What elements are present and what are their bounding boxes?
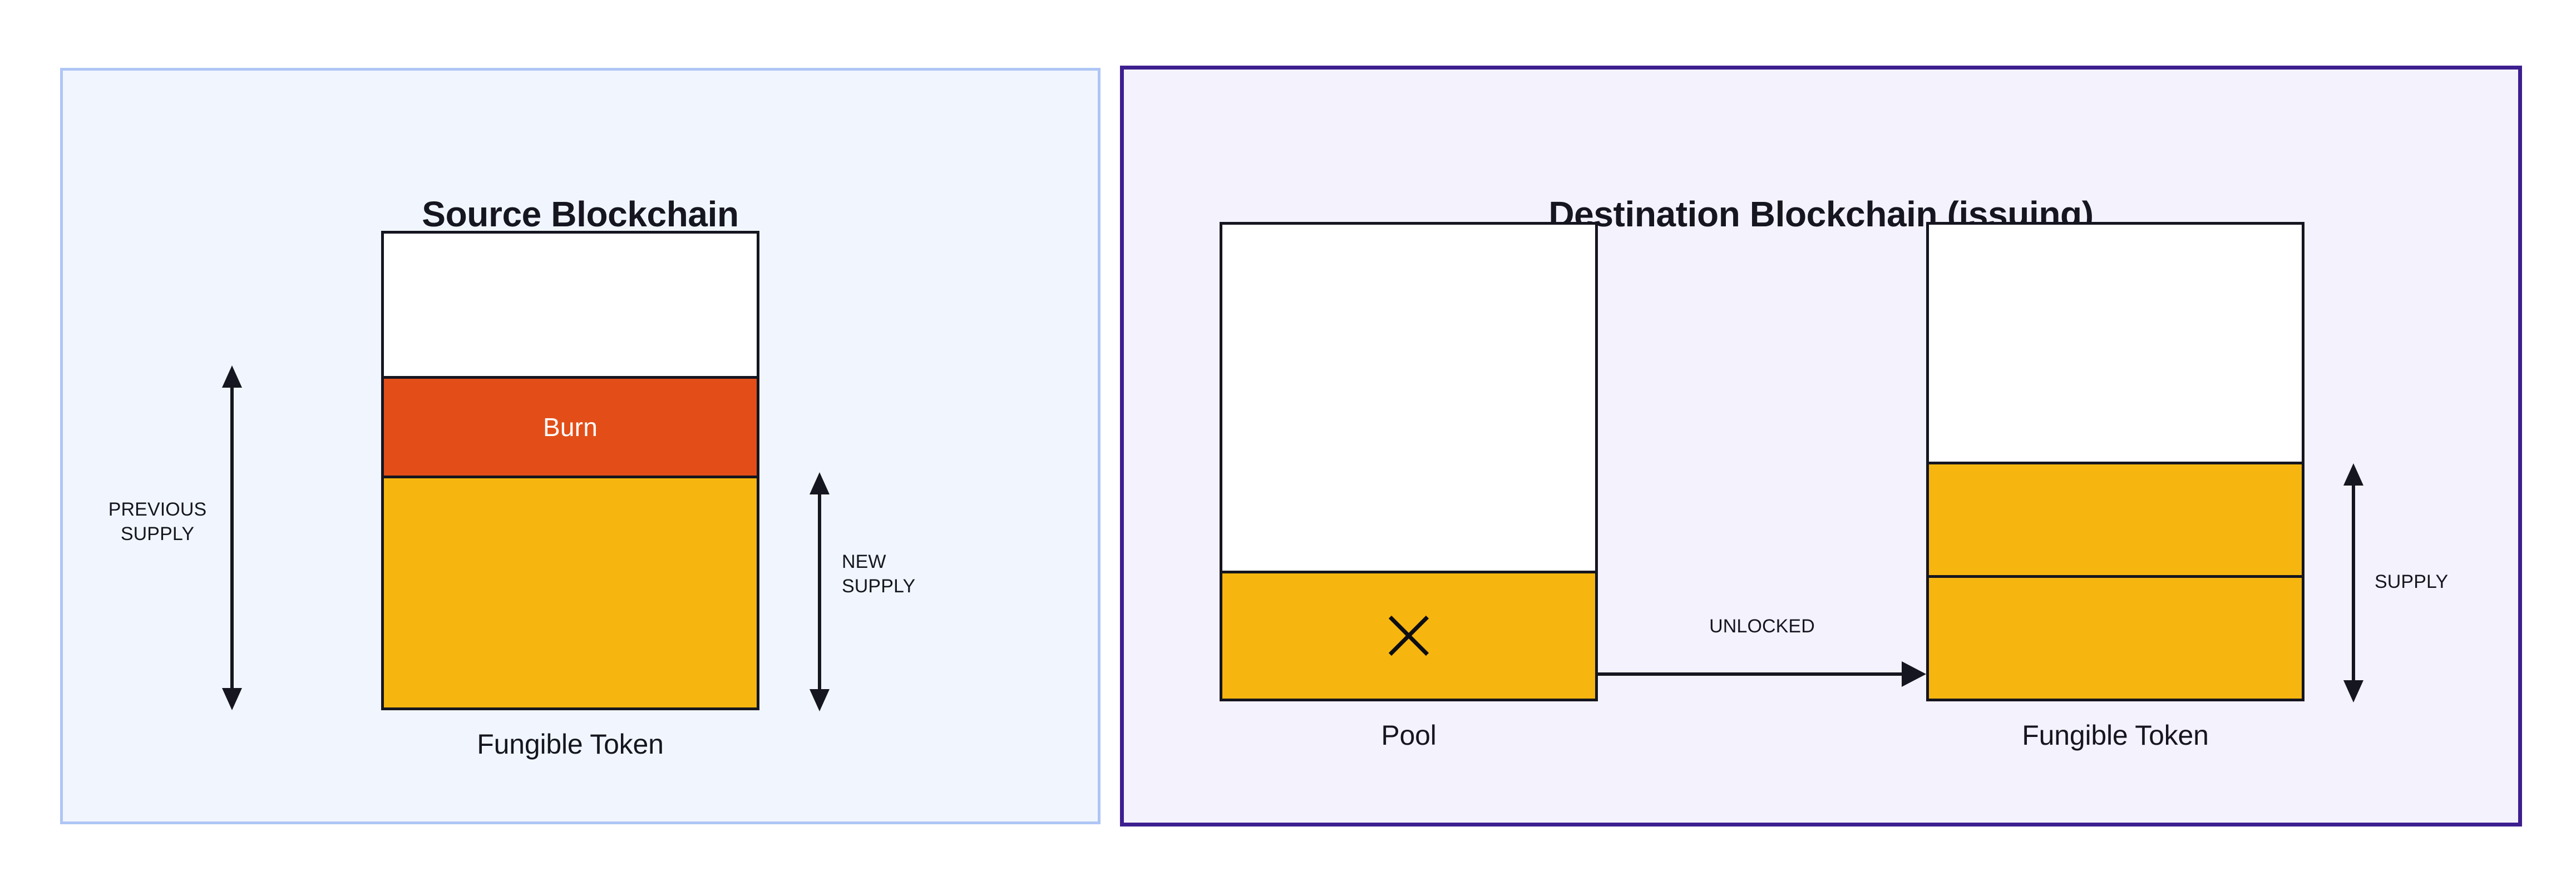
- previous-supply-measure: [221, 365, 243, 710]
- destination-bar-segment-empty: [1929, 225, 2302, 462]
- burn-label: Burn: [543, 412, 598, 442]
- source-bar-segment-empty: [384, 234, 757, 376]
- new-supply-label: NEW SUPPLY: [842, 551, 916, 597]
- pool-bar-caption: Pool: [1381, 720, 1437, 751]
- supply-measure: [2342, 463, 2365, 702]
- destination-blockchain-panel: Destination Blockchain (issuing) Pool UN…: [1120, 66, 2522, 826]
- pool-segment-empty: [1222, 225, 1595, 571]
- pool-segment-locked-removed: [1222, 570, 1595, 699]
- supply-label: SUPPLY: [2375, 571, 2449, 592]
- source-panel-title: Source Blockchain: [422, 194, 739, 235]
- source-bar-segment-remaining-supply: [384, 475, 757, 707]
- source-bar-caption: Fungible Token: [477, 729, 664, 760]
- unlocked-flow-arrow: [1598, 661, 1926, 687]
- x-mark-icon: [1388, 616, 1429, 656]
- source-bar-segment-burn: Burn: [384, 375, 757, 476]
- source-fungible-token-bar: Burn: [381, 231, 759, 710]
- unlocked-label: UNLOCKED: [1709, 616, 1815, 637]
- previous-supply-label: PREVIOUS SUPPLY: [108, 499, 207, 545]
- source-blockchain-panel: Source Blockchain Burn Fungible Token PR…: [60, 68, 1101, 824]
- pool-bar: [1220, 222, 1598, 701]
- destination-bar-segment-existing-supply: [1929, 462, 2302, 576]
- destination-bar-segment-newly-issued: [1929, 575, 2302, 699]
- new-supply-measure: [808, 472, 831, 711]
- destination-fungible-token-bar: [1926, 222, 2304, 701]
- destination-bar-caption: Fungible Token: [2022, 720, 2209, 751]
